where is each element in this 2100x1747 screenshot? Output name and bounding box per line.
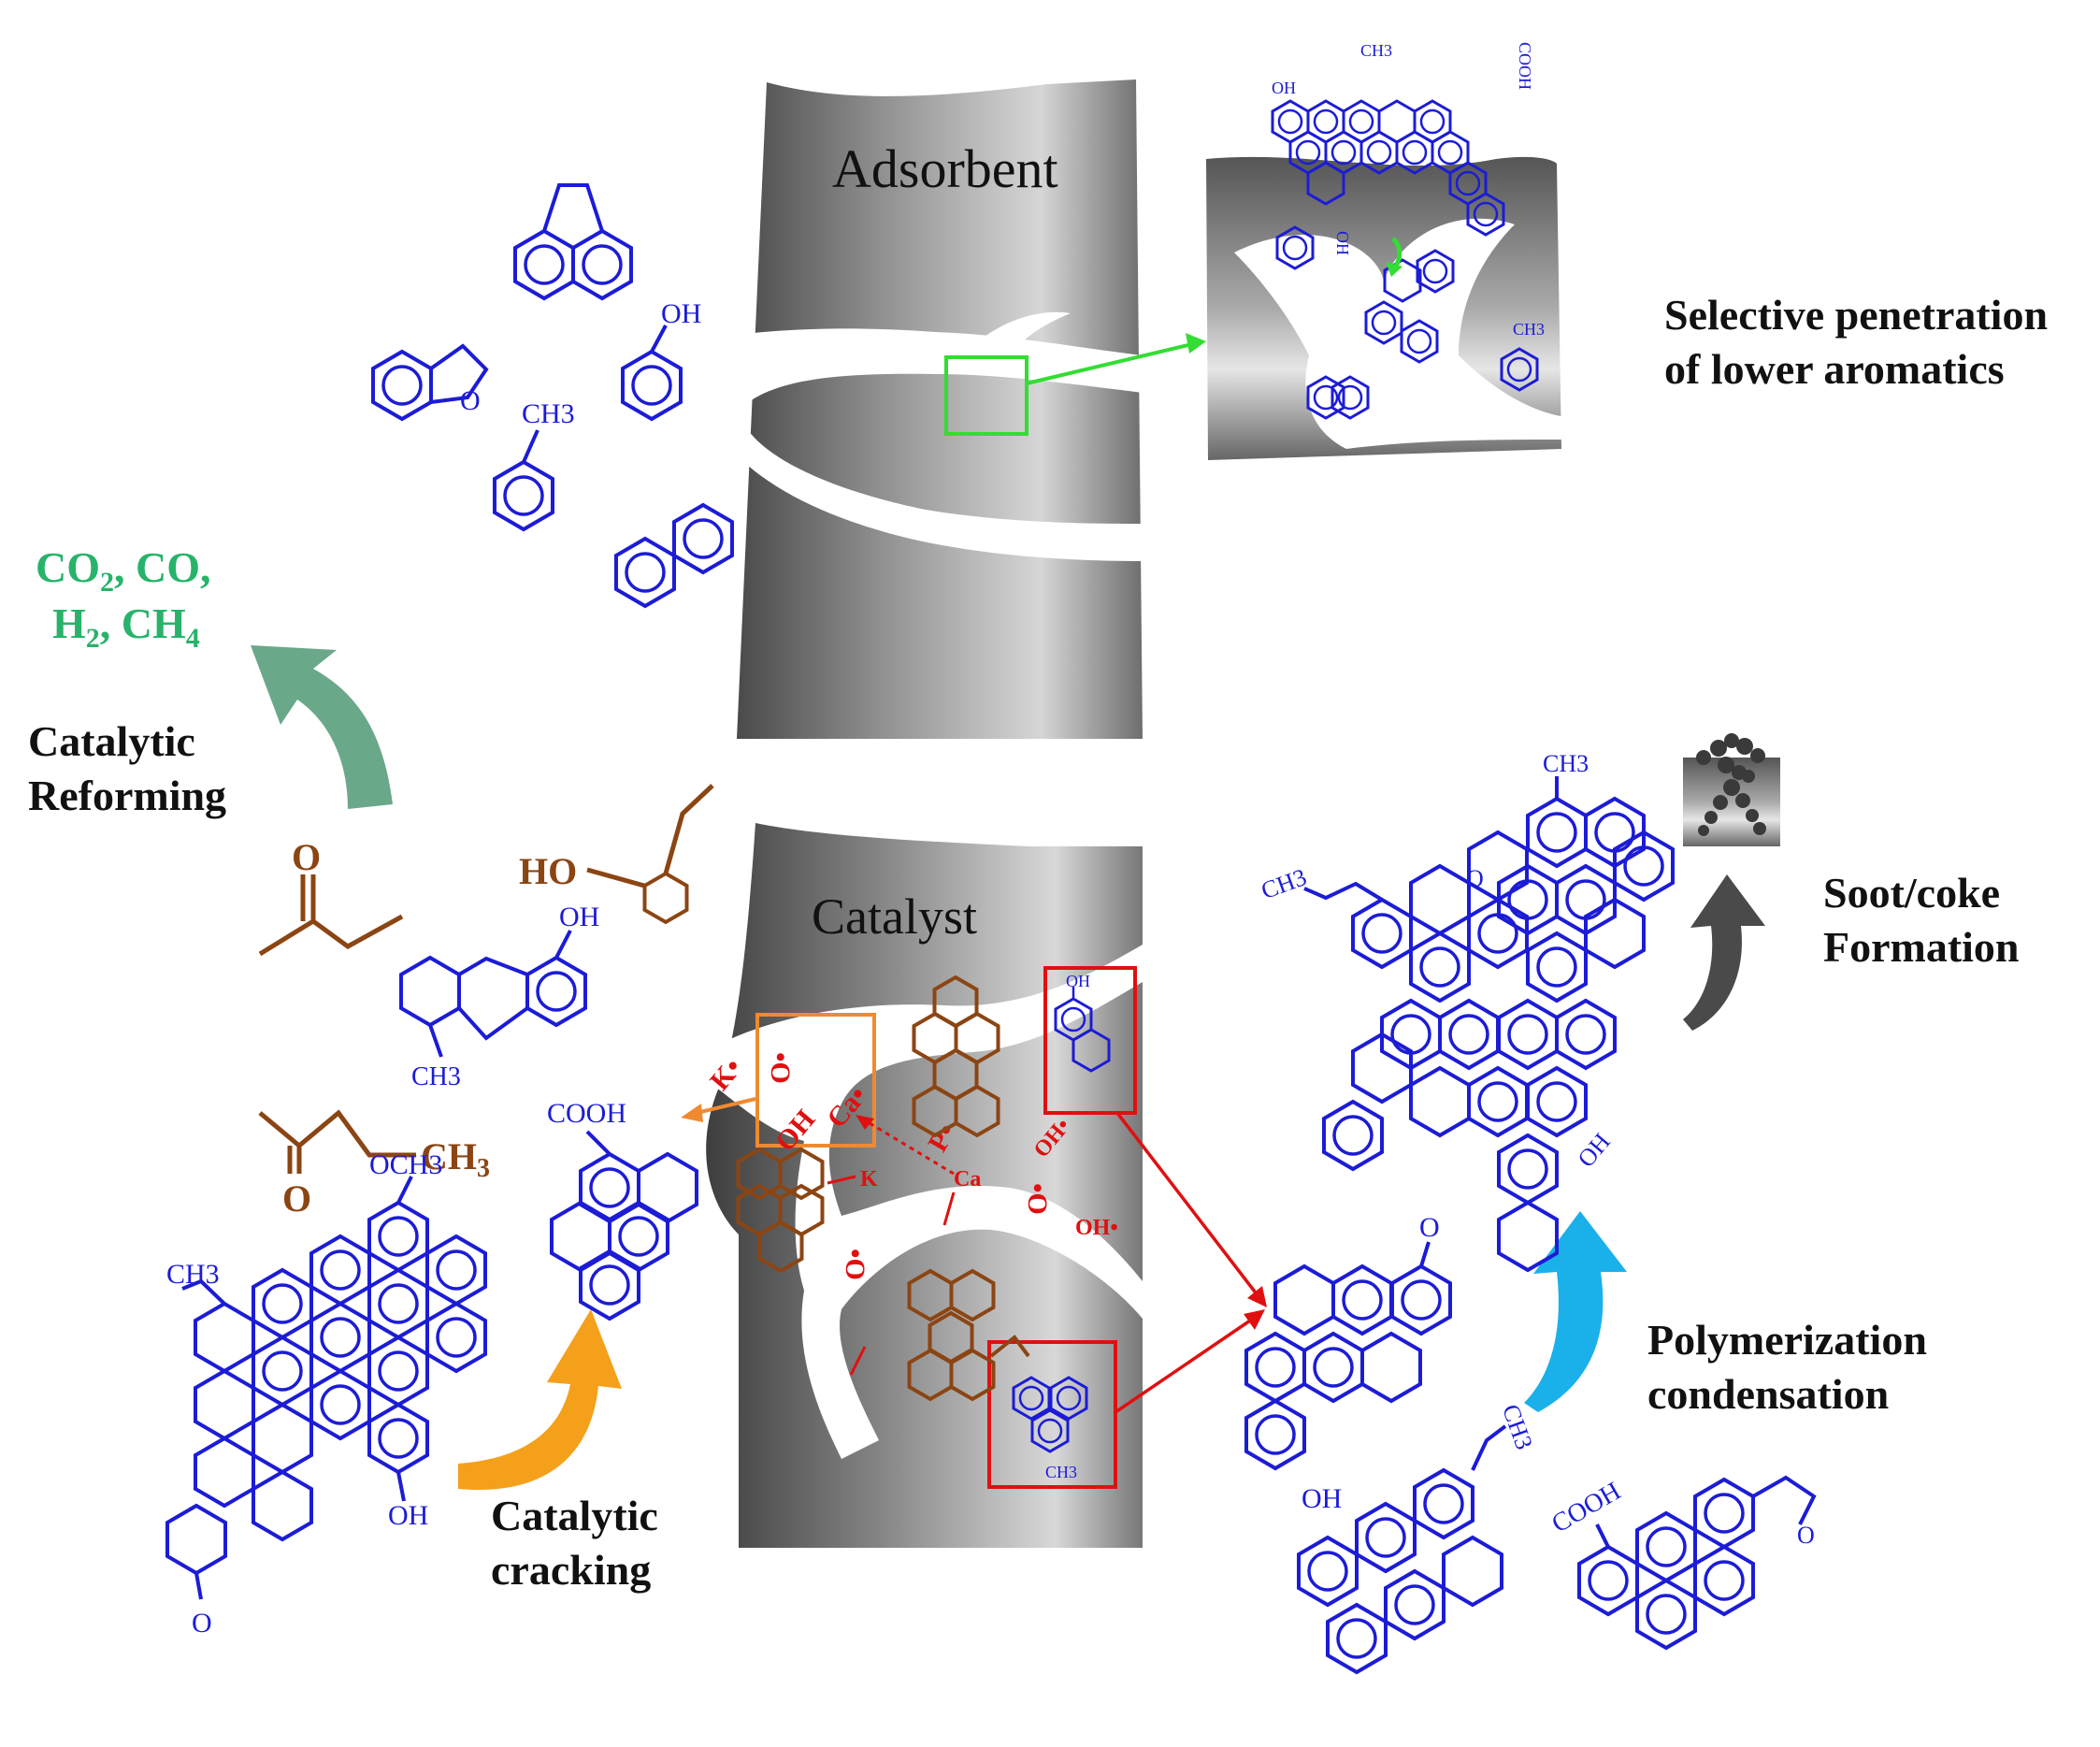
pentanone-ch3-subscript: 3 — [477, 1154, 490, 1183]
gas-products: CO2, CO, H2, CH4 — [36, 543, 211, 654]
ca-bound: Ca — [954, 1167, 981, 1191]
pah-bottom-right-1: CH3 — [1297, 1401, 1538, 1674]
cracking-label-line2: cracking — [491, 1546, 651, 1594]
pah-ur-ch3-label-top: CH3 — [1543, 750, 1589, 777]
oh-radical-3: OH• — [1075, 1216, 1118, 1240]
pentanone-molecule — [258, 1109, 416, 1174]
polymerization-label-line1: Polymerization — [1647, 1316, 1927, 1364]
catalyst-orange-box — [755, 1013, 876, 1148]
adsorbent-zoom-panel — [1206, 156, 1561, 460]
butanone-molecule — [258, 874, 404, 957]
adsorbed-ch3-label: CH3 — [1360, 41, 1392, 60]
o-radical-3: •O — [840, 1249, 870, 1280]
h2-label: H — [52, 599, 86, 647]
large-pah-upper-right: CH3 CH3 O OH — [1258, 750, 1675, 1272]
catalyst-block: Catalyst — [706, 823, 1143, 1548]
catalyst-blue-box-bottom-molecule: CH3 — [1012, 1376, 1088, 1481]
o-radical-2: •O — [1022, 1183, 1053, 1215]
soot-particle-icon — [1683, 733, 1780, 846]
toluene-molecule: CH3 — [493, 398, 575, 531]
red-transfer-arrows — [1115, 1111, 1267, 1414]
soot-arrow — [1683, 874, 1765, 1031]
large-pah-lower-left: CH3 OCH3 OH O — [165, 1149, 487, 1639]
adsorbed-phenol-oh: OH — [1333, 231, 1352, 255]
cyclohexanol-molecule: HO — [519, 784, 714, 924]
dihydrobenzofuran-molecule: O — [371, 343, 489, 421]
soot-label-line2: Formation — [1823, 923, 2020, 971]
catalyst-brown-pahs — [736, 975, 1030, 1401]
co-label: , CO, — [114, 543, 211, 591]
cyclohexanol-ho-label: HO — [519, 850, 577, 892]
box-oh-label: OH — [1066, 972, 1090, 990]
pentanone-ch3-label: CH3 — [421, 1135, 490, 1183]
furan-o-label: O — [460, 385, 481, 416]
naphthalene-molecule — [614, 503, 734, 608]
reforming-label-line2: Reforming — [28, 772, 226, 819]
adsorbed-small-aromatics: OH CH3 — [1275, 225, 1545, 420]
reforming-arrow — [251, 645, 393, 809]
pah-ll-oh-label: OH — [388, 1500, 428, 1531]
pah-ll-och3-label: OCH3 — [369, 1149, 442, 1180]
box-ch3-label: CH3 — [1045, 1463, 1077, 1481]
polymerization-arrow — [1524, 1211, 1627, 1412]
selective-label-line1: Selective penetration — [1664, 291, 2048, 339]
pah-mr-o-label: O — [1419, 1212, 1440, 1243]
adsorbent-zoom-box — [944, 355, 1028, 436]
pah-mr-oh-label: OH — [1302, 1483, 1342, 1514]
cracked-product-molecule: COOH — [547, 1098, 698, 1321]
o-radical-1: •O — [765, 1052, 796, 1084]
zoom-arrow — [1026, 333, 1206, 385]
h2-subscript: 2 — [86, 623, 100, 654]
catalyst-red-box-bottom — [987, 1340, 1117, 1489]
pah-ur-ch3-label-left: CH3 — [1258, 863, 1310, 904]
catalyst-blue-box-top-molecule: OH — [1054, 972, 1111, 1073]
pentanone-o-label: O — [282, 1177, 311, 1220]
phenol-molecule: OH — [621, 298, 701, 421]
ch4-label: , CH — [100, 599, 186, 647]
adsorbed-toluene-ch3: CH3 — [1513, 320, 1545, 339]
reforming-label-line1: Catalytic — [28, 717, 195, 765]
adsorbed-large-pah: OH CH3 COOH — [1271, 41, 1534, 237]
cracking-label-line1: Catalytic — [491, 1492, 658, 1539]
pah-bottom-right-2: O COOH — [1547, 1475, 1817, 1650]
pah-ll-o-label: O — [192, 1608, 212, 1639]
svg-text:H2, CH4: H2, CH4 — [52, 599, 200, 654]
catalyst-label: Catalyst — [812, 888, 977, 945]
pah-ur-oh-label: OH — [1573, 1128, 1616, 1173]
svg-text:CO2, CO,: CO2, CO, — [36, 543, 211, 598]
ch4-subscript: 4 — [186, 623, 200, 654]
acenaphthene-molecule — [513, 183, 633, 300]
pah-mid-right: O OH — [1244, 1212, 1452, 1514]
adsorbed-cooh-label: COOH — [1516, 42, 1534, 90]
pah-ur-o-label: O — [1466, 865, 1484, 892]
pah-br2-cooh-label: COOH — [1547, 1477, 1626, 1539]
co2-label: CO — [36, 543, 100, 591]
k-bound: K — [860, 1167, 878, 1191]
fluorenol-oh-label: OH — [559, 902, 599, 932]
cracking-arrow — [458, 1309, 622, 1491]
pah-ll-ch3-label: CH3 — [166, 1259, 220, 1290]
pah-br1-ch3-label: CH3 — [1497, 1401, 1538, 1453]
cracked-cooh-label: COOH — [547, 1098, 626, 1129]
adsorbent-block: Adsorbent — [617, 79, 1143, 739]
fluorenol-ch3-label: CH3 — [411, 1062, 461, 1091]
phenol-oh-label: OH — [661, 298, 701, 329]
toluene-ch3-label: CH3 — [522, 398, 575, 429]
selective-label-line2: of lower aromatics — [1664, 345, 2005, 393]
adsorbed-oh-label: OH — [1272, 79, 1296, 97]
hexahydrofluorenol-molecule: OH CH3 — [399, 902, 599, 1091]
soot-label-line1: Soot/coke — [1823, 869, 2000, 917]
pah-br2-o-label: O — [1797, 1522, 1815, 1549]
adsorbent-label: Adsorbent — [832, 138, 1058, 199]
pentanone-ch-text: CH — [421, 1135, 477, 1177]
orange-release-arrow — [681, 1097, 756, 1122]
catalyst-red-box-top — [1043, 966, 1137, 1115]
catalyst-red-bonds — [827, 1115, 956, 1376]
polymerization-label-line2: condensation — [1647, 1370, 1889, 1418]
co2-subscript: 2 — [100, 567, 114, 598]
butanone-o-label: O — [292, 836, 321, 878]
